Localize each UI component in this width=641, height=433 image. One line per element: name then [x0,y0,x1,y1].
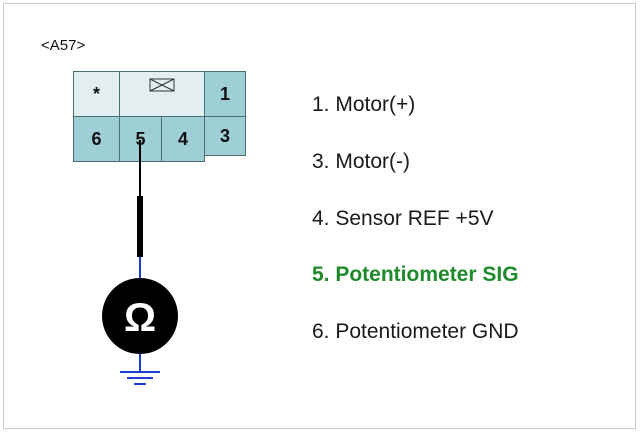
ground-icon [120,371,160,385]
pin-desc-1: 1. Motor(+) [312,93,416,116]
pin-desc-6: 6. Potentiometer GND [312,320,519,343]
blank-pin-marker: * [92,83,100,104]
pin-desc-3: 3. Motor(-) [312,150,411,173]
connector-lock-area [119,71,205,117]
pin-desc-4: 4. Sensor REF +5V [312,207,494,230]
pin-number: 3 [219,125,230,146]
connector-pin-3: 3 [204,116,246,156]
connector-pin-6: 6 [73,116,120,162]
pin-number: 1 [219,83,230,104]
latch-cross-icon [149,76,175,97]
connector-pin-4: 4 [161,116,205,162]
pin-desc-5-highlighted: 5. Potentiometer SIG [312,263,519,286]
pin-number: 4 [177,128,188,149]
ohmmeter-icon [102,278,178,354]
connector-id-label: <A57> [41,37,86,54]
pin-number: 6 [91,128,102,149]
pin-number: 5 [135,128,146,149]
connector-pin-1: 1 [204,71,246,117]
ohm-symbol: Ω [124,296,156,340]
